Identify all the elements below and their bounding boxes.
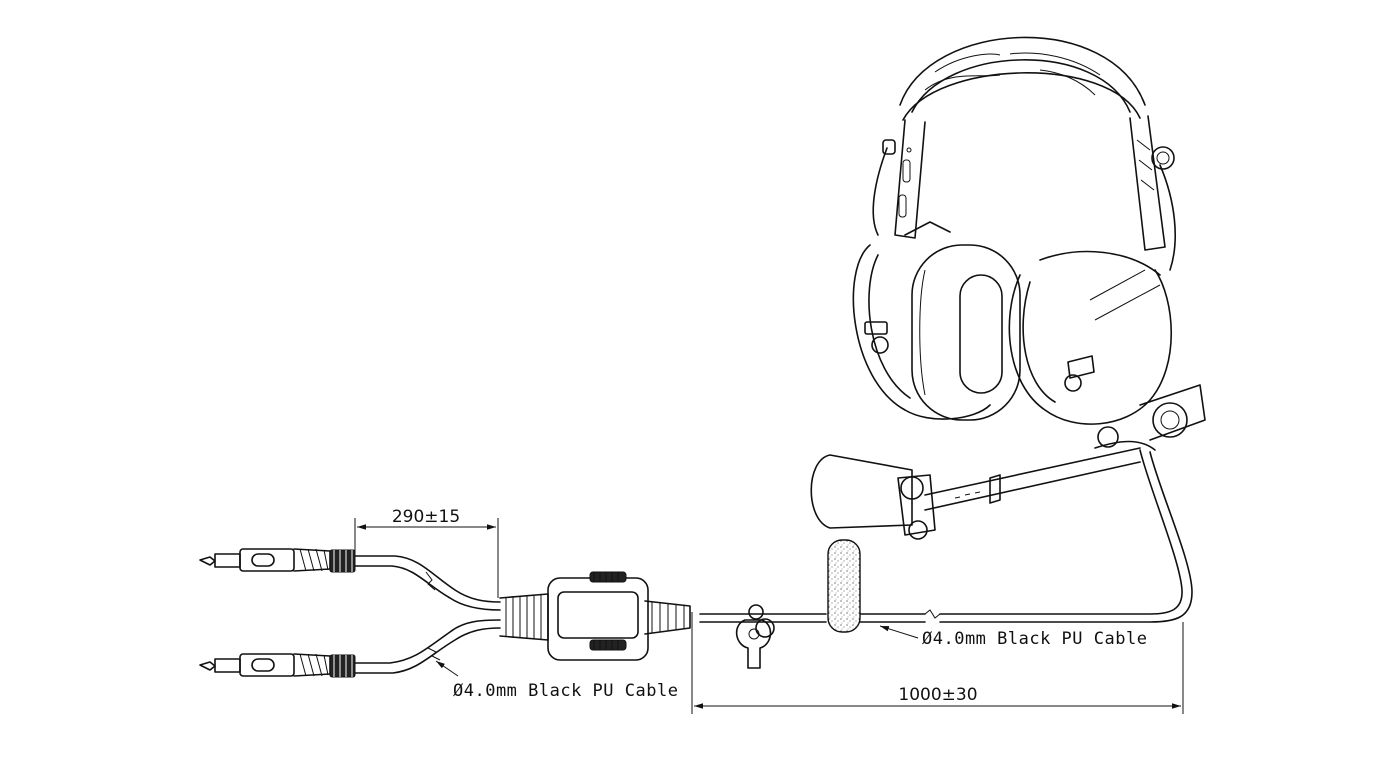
foam-ear-tip [827,539,861,633]
plug-lower [199,653,356,678]
headband-slider-right [1129,115,1176,271]
right-earcup [1008,250,1172,425]
dimension-main-length: 1000±30 [691,612,1184,714]
callout-main-cable-label: Ø4.0mm Black PU Cable [922,629,1147,649]
left-ear-cushion [911,244,1021,421]
clothing-clip [735,604,775,669]
split-cables [354,555,501,674]
microphone-windscreen [810,454,936,540]
callout-lower-cable-label: Ø4.0mm Black PU Cable [453,681,678,701]
callout-lower-cable: Ø4.0mm Black PU Cable [435,660,678,701]
left-earcup [852,221,991,420]
headband-slider-left [872,119,926,239]
callout-main-cable: Ø4.0mm Black PU Cable [879,625,1147,649]
headset-cable [699,449,1193,623]
plug-upper [199,548,356,573]
boom-arm [924,384,1206,511]
dimension-split-length: 290±15 [354,507,499,598]
control-box [499,571,691,661]
dimension-split-length-label: 290±15 [392,507,460,527]
headband [899,36,1146,121]
dimension-main-length-label: 1000±30 [898,685,977,705]
